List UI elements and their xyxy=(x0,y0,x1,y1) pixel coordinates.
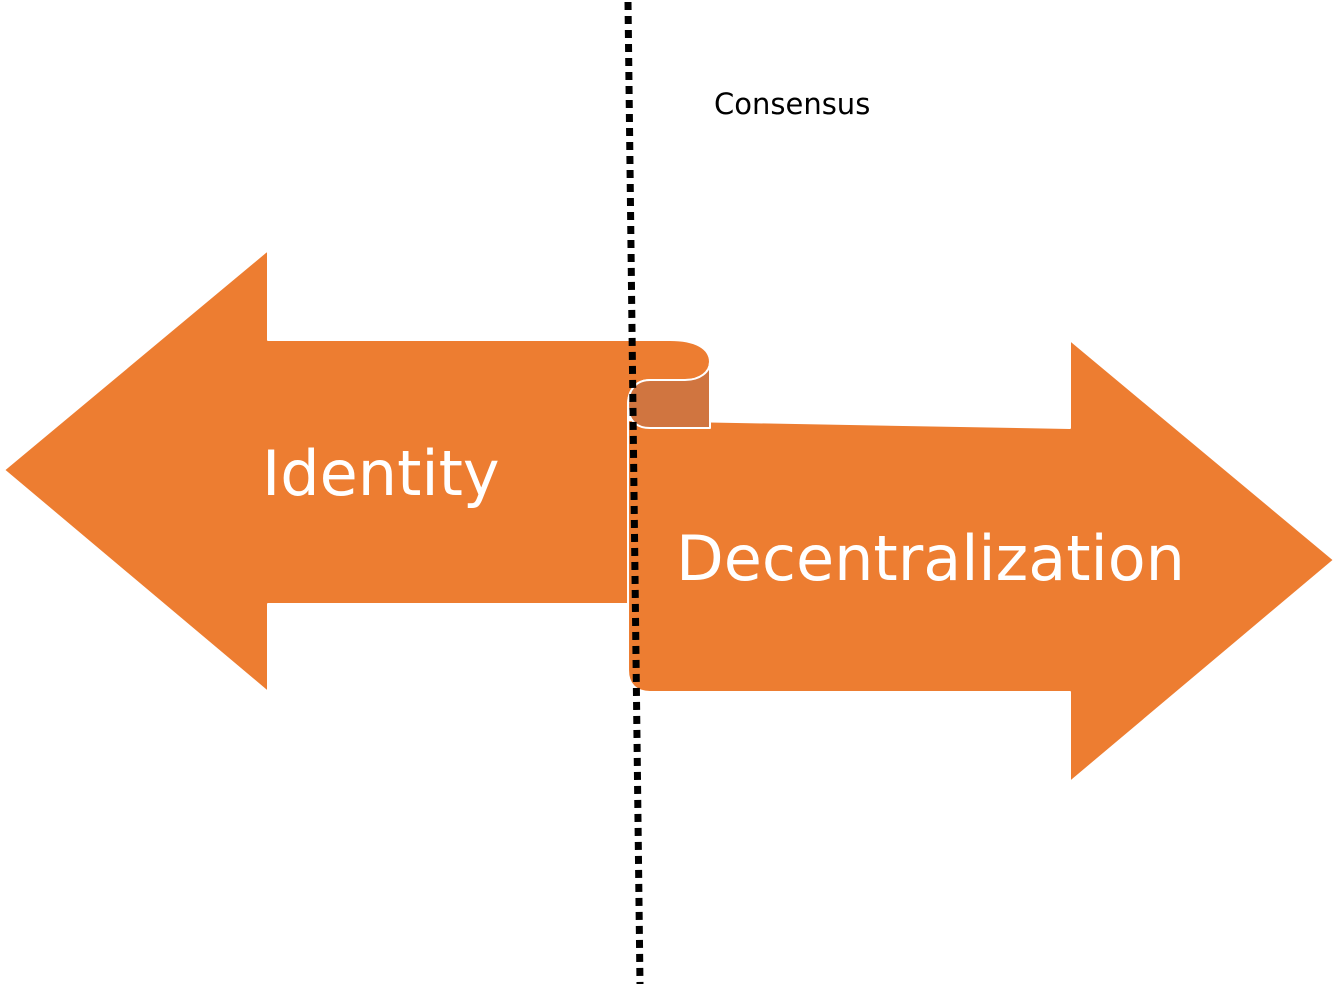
consensus-divider-line xyxy=(624,1,644,985)
decentralization-label: Decentralization xyxy=(676,522,1185,595)
decentralization-arrow xyxy=(627,339,1335,783)
identity-label: Identity xyxy=(262,437,500,510)
decentralization-arrow-shape xyxy=(627,339,1335,783)
consensus-label: Consensus xyxy=(714,87,870,121)
